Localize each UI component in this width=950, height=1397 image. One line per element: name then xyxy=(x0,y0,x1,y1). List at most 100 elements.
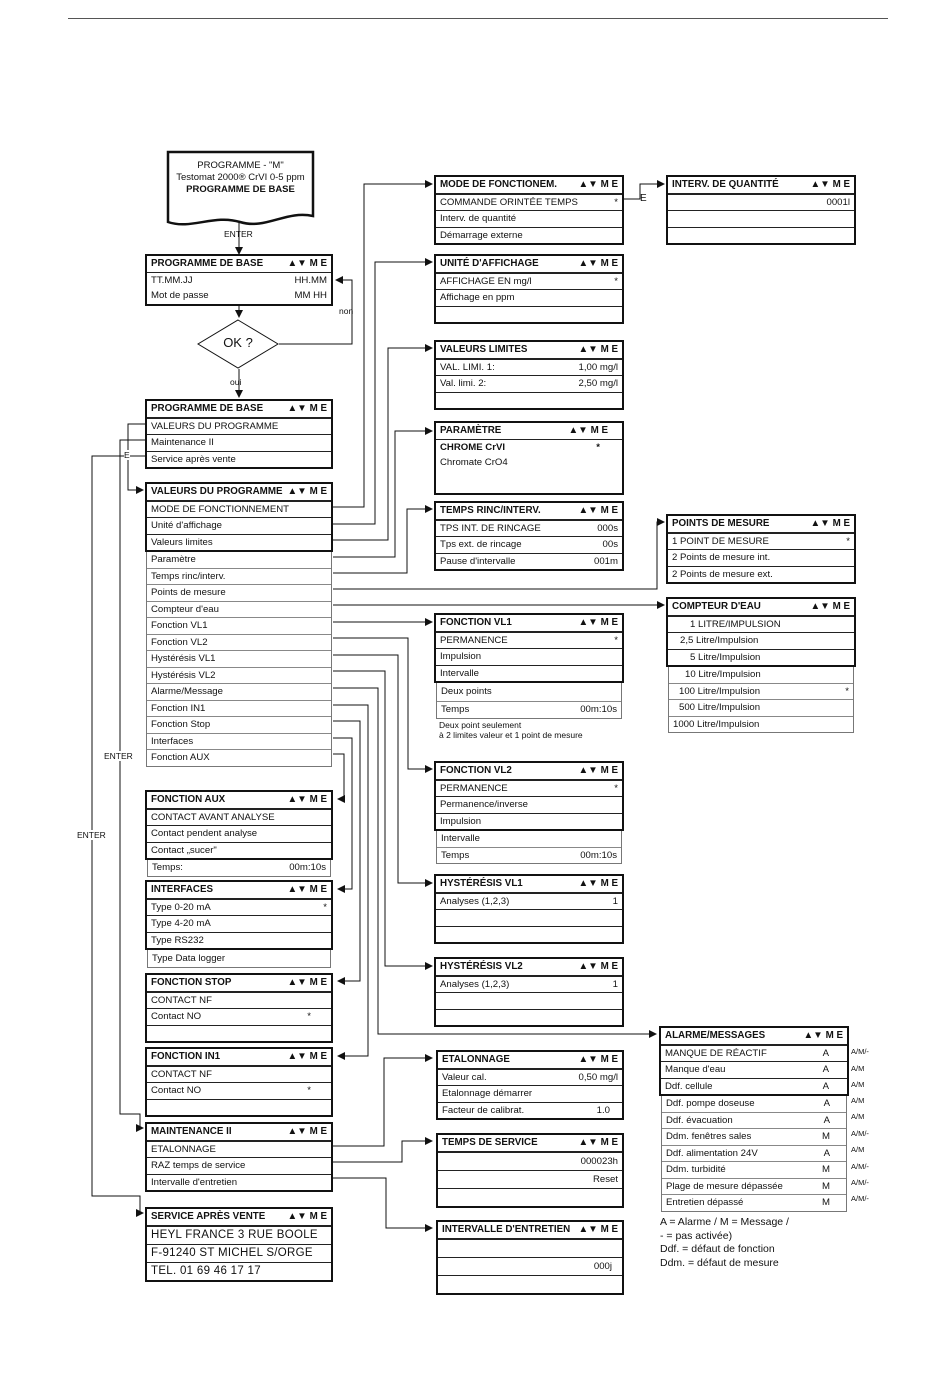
mode-item-2[interactable]: Démarrage externe xyxy=(436,226,622,244)
compteur-item-2[interactable]: 5 Litre/Impulsion xyxy=(668,648,854,666)
mode-item-0[interactable]: COMMANDE ORINTÉE TEMPS* xyxy=(436,193,622,211)
limites-item-0[interactable]: VAL. LIMI. 1:1,00 mg/l xyxy=(436,358,622,376)
points-item-1[interactable]: 2 Points de mesure int. xyxy=(668,549,854,566)
valeurs-item-vl1[interactable]: Fonction VL1 xyxy=(147,617,331,634)
ok-label: OK ? xyxy=(223,335,253,350)
valeurs-item-in1[interactable]: Fonction IN1 xyxy=(147,699,331,717)
vl2-item-2[interactable]: Impulsion xyxy=(436,812,622,830)
alarme-opt-8: A/M/- xyxy=(851,1178,869,1187)
parametre-item-1[interactable]: Chromate CrO4 xyxy=(440,457,508,468)
maintenance-item-raz[interactable]: RAZ temps de service xyxy=(147,1157,331,1174)
compteur-item-5[interactable]: 500 Litre/Impulsion xyxy=(669,699,853,716)
hyst2-title: HYSTÉRÉSIS VL2▲▼ M E xyxy=(436,959,622,976)
entretien-value[interactable]: 000j xyxy=(438,1256,622,1275)
stop-item-0[interactable]: CONTACT NF xyxy=(147,991,331,1009)
etal-item-2[interactable]: Facteur de calibrat.1.0 xyxy=(438,1101,622,1119)
points-item-0[interactable]: 1 POINT DE MESURE* xyxy=(668,532,854,550)
maintenance-item-etalonnage[interactable]: ETALONNAGE xyxy=(147,1140,331,1158)
compteur-title: COMPTEUR D'EAU▲▼ M E xyxy=(668,599,854,616)
points-item-2[interactable]: 2 Points de mesure ext. xyxy=(668,565,854,583)
entretien-title: INTERVALLE D'ENTRETIEN▲▼ M E xyxy=(438,1222,622,1239)
valeurs-item-unite[interactable]: Unité d'affichage xyxy=(147,517,331,534)
valeurs-item-alarme[interactable]: Alarme/Message xyxy=(147,683,331,700)
interfaces-item-2[interactable]: Type RS232 xyxy=(147,931,331,949)
in1-item-1[interactable]: Contact NO* xyxy=(147,1082,331,1099)
aux-item-1[interactable]: Contact pendent analyse xyxy=(147,825,331,842)
vl1-item-3[interactable]: Deux points xyxy=(441,686,492,697)
valeurs-item-compteur[interactable]: Compteur d'eau xyxy=(147,600,331,618)
compteur-item-4[interactable]: 100 Litre/Impulsion* xyxy=(669,682,853,700)
valeurs-item-interfaces[interactable]: Interfaces xyxy=(147,732,331,750)
vl1-item-0[interactable]: PERMANENCE* xyxy=(436,631,622,649)
vl1-item-1[interactable]: Impulsion xyxy=(436,648,622,665)
aux-item-2[interactable]: Contact „sucer" xyxy=(147,841,331,859)
vl2-item-0[interactable]: PERMANENCE* xyxy=(436,779,622,797)
valeurs-item-hyst2[interactable]: Hystérésis VL2 xyxy=(147,666,331,684)
compteur-item-6[interactable]: 1000 Litre/Impulsion xyxy=(669,715,853,733)
etal-item-1[interactable]: Etalonnage démarrer xyxy=(438,1085,622,1102)
base-menu-item-valeurs[interactable]: VALEURS DU PROGRAMME xyxy=(147,417,331,435)
compteur-item-3[interactable]: 10 Litre/Impulsion xyxy=(685,669,761,680)
hyst2-menu: HYSTÉRÉSIS VL2▲▼ M E Analyses (1,2,3)1 xyxy=(434,957,624,1027)
hyst2-item-0[interactable]: Analyses (1,2,3)1 xyxy=(436,975,622,993)
compteur-item-1[interactable]: 2,5 Litre/Impulsion xyxy=(668,632,854,649)
valeurs-item-hyst1[interactable]: Hystérésis VL1 xyxy=(147,650,331,667)
maintenance-item-entretien[interactable]: Intervalle d'entretien xyxy=(147,1173,331,1191)
interfaces-item-0[interactable]: Type 0-20 mA* xyxy=(147,898,331,916)
parametre-title: PARAMÈTRE▲▼ M E xyxy=(436,423,622,440)
parametre-item-0[interactable]: CHROME CrVI* xyxy=(440,441,600,453)
valeurs-item-stop[interactable]: Fonction Stop xyxy=(147,716,331,733)
valeurs-item-parametre[interactable]: Paramètre xyxy=(151,554,196,565)
service-time-reset[interactable]: Reset xyxy=(438,1169,622,1188)
vl2-item-3[interactable]: Intervalle xyxy=(441,833,480,844)
interfaces-item-3[interactable]: Type Data logger xyxy=(152,953,226,964)
compteur-item-0[interactable]: 1 LITRE/IMPULSION xyxy=(668,615,854,633)
base-menu-item-maintenance[interactable]: Maintenance II xyxy=(147,434,331,451)
mode-menu: MODE DE FONCTIONEM.▲▼ M E COMMANDE ORINT… xyxy=(434,175,624,245)
base-menu-item-service[interactable]: Service après vente xyxy=(147,450,331,468)
vl1-item-2[interactable]: Intervalle xyxy=(436,664,622,682)
vl2-item-1[interactable]: Permanence/inverse xyxy=(436,796,622,813)
legend-line-4: Ddm. = défaut de mesure xyxy=(660,1256,779,1269)
etal-item-0[interactable]: Valeur cal.0,50 mg/l xyxy=(438,1068,622,1086)
valeurs-item-points[interactable]: Points de mesure xyxy=(147,584,331,601)
unite-item-0[interactable]: AFFICHAGE EN mg/l* xyxy=(436,272,622,290)
aux-item-0[interactable]: CONTACT AVANT ANALYSE xyxy=(147,808,331,826)
aux-menu: FONCTION AUX▲▼ M E CONTACT AVANT ANALYSE… xyxy=(145,790,333,877)
hyst1-item-0[interactable]: Analyses (1,2,3)1 xyxy=(436,892,622,910)
legend-line-2: - = pas activée) xyxy=(660,1229,733,1242)
limites-item-1[interactable]: Val. limi. 2:2,50 mg/l xyxy=(436,375,622,392)
unite-item-1[interactable]: Affichage en ppm xyxy=(436,289,622,306)
sav-line-0: HEYL FRANCE 3 RUE BOOLE xyxy=(147,1225,331,1244)
interv-quantite-value[interactable]: 0001l xyxy=(668,193,854,211)
valeurs-item-mode[interactable]: MODE DE FONCTIONNEMENT xyxy=(147,500,331,518)
interfaces-item-1[interactable]: Type 4-20 mA xyxy=(147,915,331,932)
valeurs-item-limites[interactable]: Valeurs limites xyxy=(147,533,331,551)
in1-item-0[interactable]: CONTACT NF xyxy=(147,1065,331,1083)
interv-quantite-menu: INTERV. DE QUANTITÉ▲▼ M E 0001l xyxy=(666,175,856,245)
valeurs-item-vl2[interactable]: Fonction VL2 xyxy=(147,633,331,651)
mode-item-1[interactable]: Interv. de quantité xyxy=(436,210,622,227)
valeurs-item-aux[interactable]: Fonction AUX xyxy=(147,749,331,766)
aux-item-3[interactable]: Temps:00m:10s xyxy=(152,862,326,873)
valeurs-item-rinc[interactable]: Temps rinc/interv. xyxy=(147,567,331,585)
stop-item-1[interactable]: Contact NO* xyxy=(147,1008,331,1025)
